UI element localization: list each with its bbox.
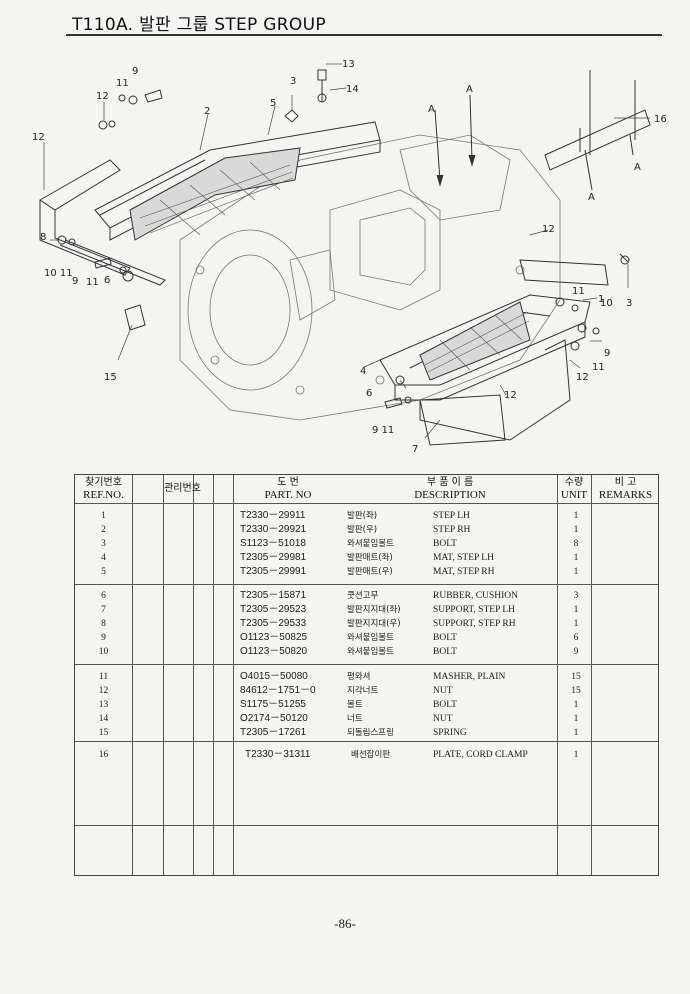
- right-step: [379, 259, 609, 446]
- callout-8: 8: [40, 232, 46, 243]
- col-divider: [233, 475, 234, 875]
- parts-table: 찾기번호 REF.NO. 관리번호 도 번 PART. NO 부 품 이 름 D…: [74, 474, 659, 876]
- header-divider: [75, 503, 658, 504]
- page-number: -86-: [334, 916, 356, 931]
- col-divider: [591, 475, 592, 875]
- callout-2: 2: [204, 106, 210, 117]
- callout-9-11-bottom: 9 11: [372, 425, 394, 436]
- header-ref: 찾기번호 REF.NO.: [83, 477, 124, 501]
- callout-12-right: 12: [542, 224, 555, 235]
- callout-12-top: 12: [96, 91, 109, 102]
- header-remarks: 비 고 REMARKS: [598, 477, 653, 501]
- callout-10-11: 10 11: [44, 268, 73, 279]
- callout-3-top: 3: [290, 76, 296, 87]
- callout-9-top: 9: [132, 66, 138, 77]
- callout-10-right: 10: [600, 298, 613, 309]
- page-title: T110A. 발판 그룹 STEP GROUP: [72, 15, 326, 35]
- callout-A-3: A: [588, 192, 595, 203]
- callout-A-4: A: [634, 162, 641, 173]
- group-divider: [75, 825, 658, 826]
- callout-14: 14: [346, 84, 359, 95]
- callout-13: 13: [342, 59, 355, 70]
- callout-3-right: 3: [626, 298, 632, 309]
- header-description: 부 품 이 름 DESCRIPTION: [414, 477, 486, 501]
- callout-16: 16: [654, 114, 667, 125]
- col-divider: [163, 475, 164, 875]
- cord-clamp-plate: [544, 70, 651, 191]
- callout-7: 7: [412, 444, 418, 455]
- diagram-svg: 13 14 3 5 2 9 11 12 12 8 10 11 9 11 6 15…: [32, 59, 667, 455]
- callout-12-left: 12: [32, 132, 45, 143]
- leader-lines: [43, 63, 650, 439]
- title-rule: [66, 34, 662, 36]
- callout-11-top: 11: [116, 78, 129, 89]
- callout-A-1: A: [428, 104, 435, 115]
- callout-1: 1: [598, 294, 604, 305]
- callout-5: 5: [270, 98, 276, 109]
- callout-A-2: A: [466, 84, 473, 95]
- callout-6: 6: [366, 388, 372, 399]
- left-step: [39, 121, 381, 286]
- header-unit: 수량 UNIT: [560, 477, 588, 501]
- callout-12-right-b: 12: [576, 372, 589, 383]
- assembly-arrows: [434, 94, 476, 187]
- callout-11-right-b: 11: [592, 362, 605, 373]
- col-divider: [132, 475, 133, 875]
- exploded-parts-diagram: 13 14 3 5 2 9 11 12 12 8 10 11 9 11 6 15…: [0, 40, 690, 470]
- group-divider: [75, 664, 658, 665]
- header-mgmt: 관리번호: [164, 483, 201, 494]
- transmission-housing: [179, 134, 561, 421]
- callout-11-right: 11: [572, 286, 585, 297]
- callout-11-left: 11: [86, 277, 99, 288]
- callout-4: 4: [360, 366, 366, 377]
- fasteners: [57, 69, 630, 409]
- col-divider: [213, 475, 214, 875]
- col-divider: [193, 475, 194, 875]
- callout-9-right: 9: [604, 348, 610, 359]
- callout-6-left: 6: [104, 275, 110, 286]
- group-divider: [75, 584, 658, 585]
- group-divider: [75, 741, 658, 742]
- header-part: 도 번 PART. NO: [264, 477, 312, 501]
- callout-9-left: 9: [72, 276, 78, 287]
- callout-15: 15: [104, 372, 117, 383]
- col-divider: [557, 475, 558, 875]
- callout-12-bottom: 12: [504, 390, 517, 401]
